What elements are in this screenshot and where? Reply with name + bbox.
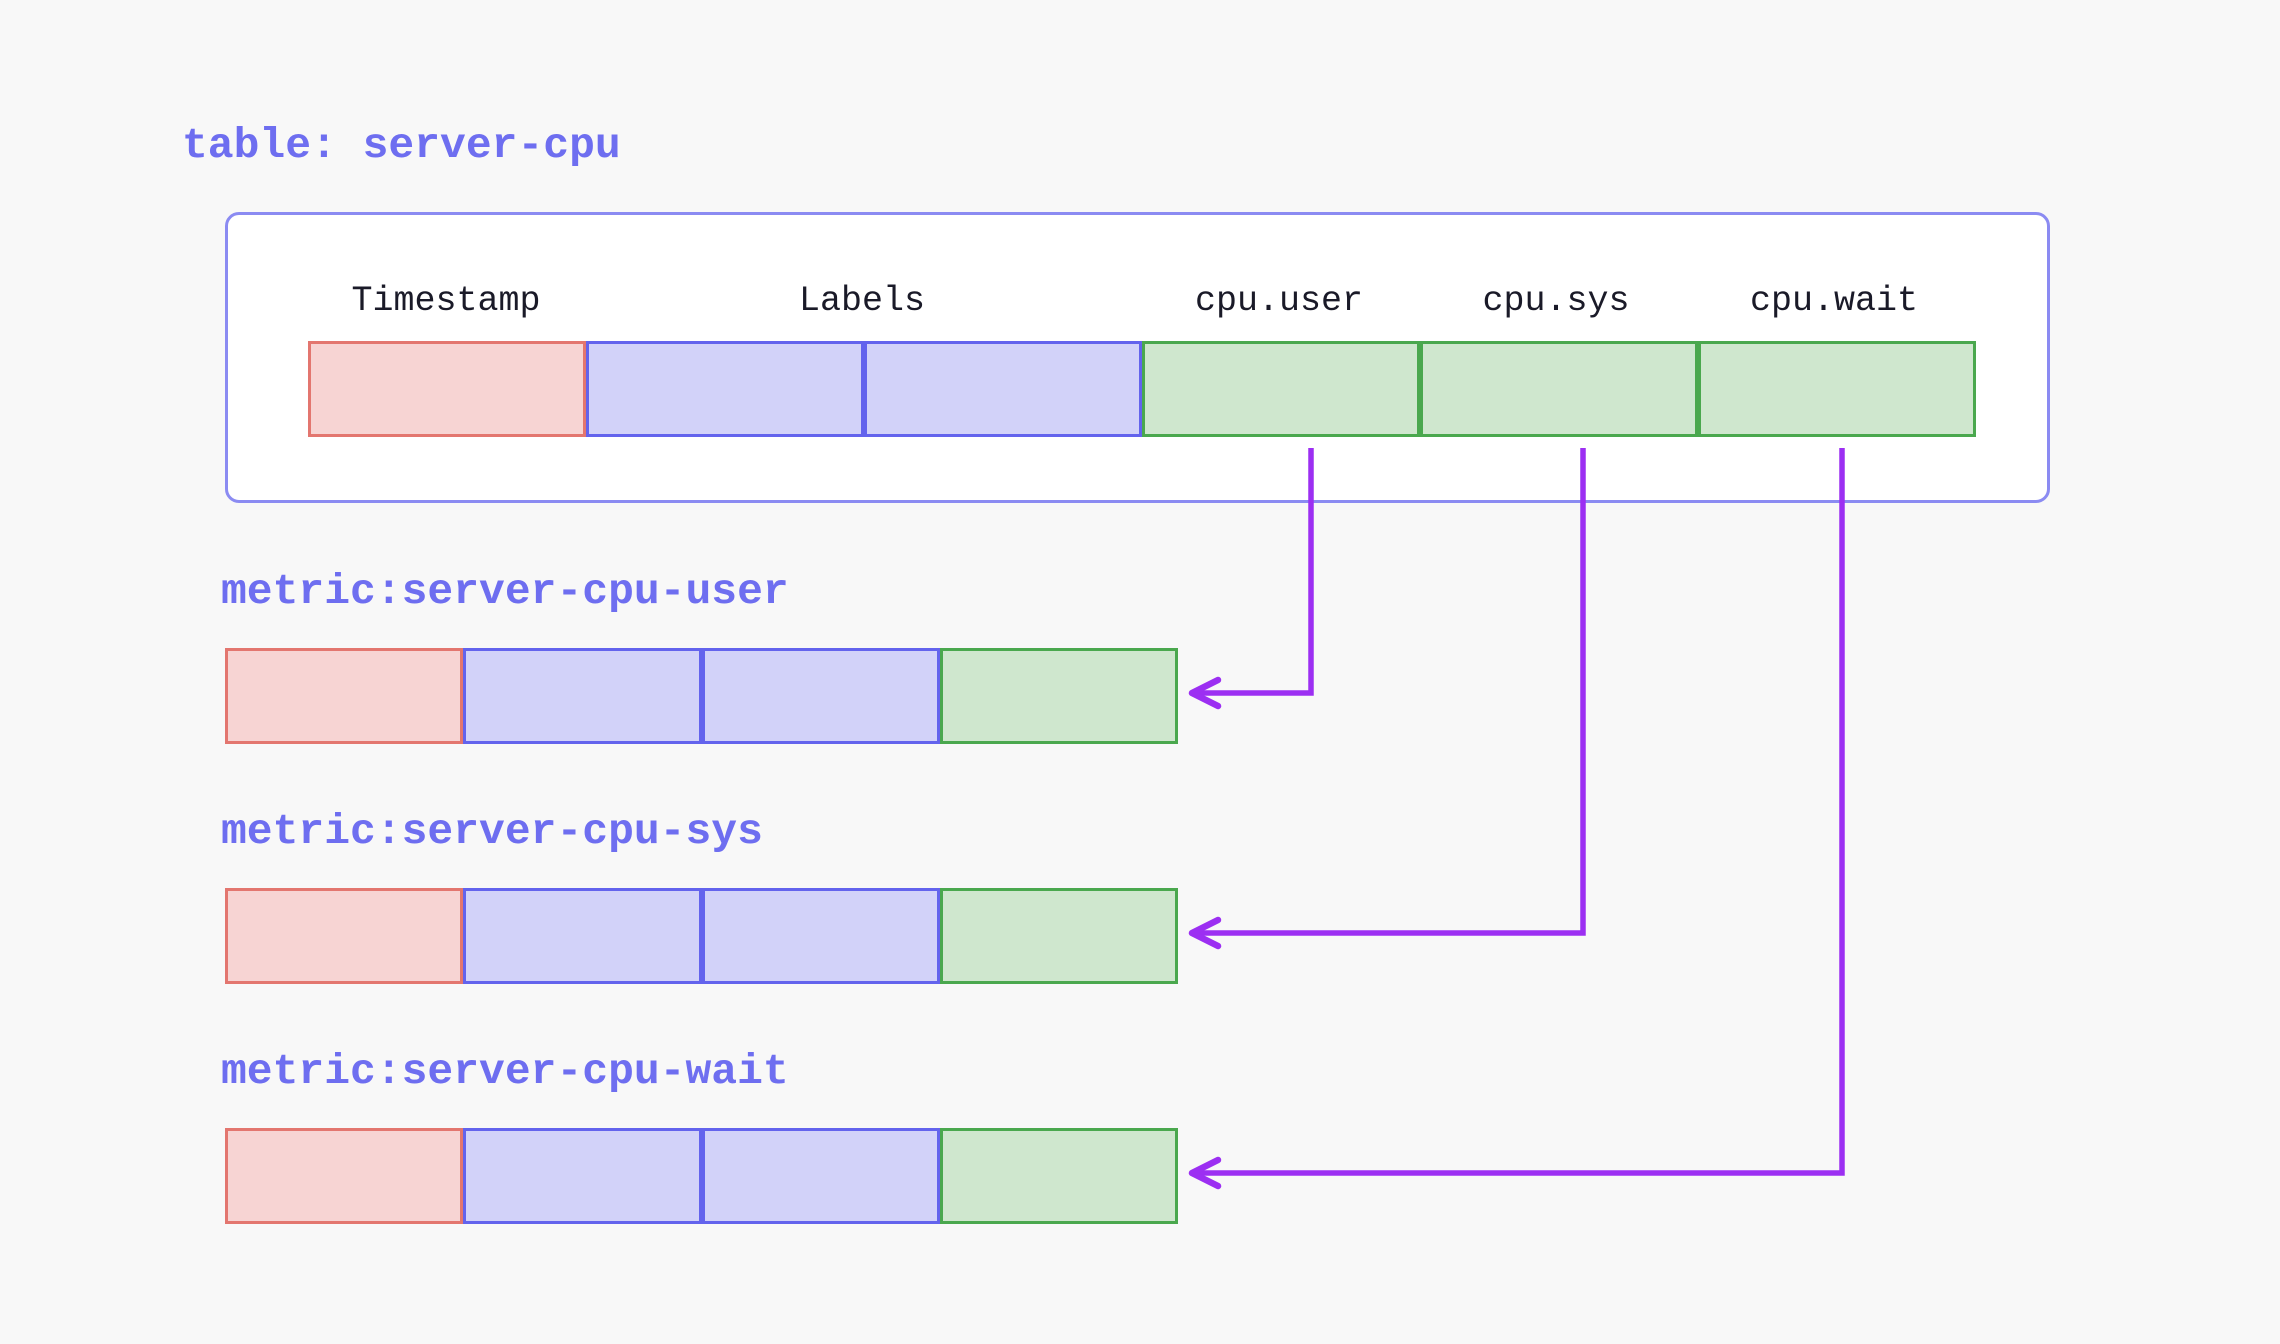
labels-cell (463, 1128, 702, 1224)
metric-title-server-cpu-wait: metric:server-cpu-wait (221, 1047, 789, 1096)
labels-cell (463, 648, 702, 744)
table-container: Timestamp Labels cpu.user cpu.sys cpu.wa… (225, 212, 2050, 503)
timestamp-cell (225, 888, 464, 984)
arrow-cpu-sys-to-metric (1188, 448, 1586, 950)
cpu-user-value-cell (1142, 341, 1420, 437)
cpu-wait-value-cell (1698, 341, 1976, 437)
labels-cell (701, 648, 940, 744)
column-header-timestamp: Timestamp (351, 281, 541, 321)
arrow-cpu-wait-to-metric (1188, 448, 1845, 1190)
metric-row-server-cpu-wait (225, 1128, 1178, 1224)
timestamp-cell (225, 648, 464, 744)
labels-cell (701, 888, 940, 984)
timestamp-cell (225, 1128, 464, 1224)
column-header-cpu-sys: cpu.sys (1482, 281, 1630, 321)
labels-cell (864, 341, 1142, 437)
value-cell (939, 648, 1178, 744)
table-row (308, 341, 1976, 437)
labels-cell (463, 888, 702, 984)
labels-cell (701, 1128, 940, 1224)
timestamp-cell (308, 341, 586, 437)
cpu-sys-value-cell (1420, 341, 1698, 437)
column-header-cpu-wait: cpu.wait (1749, 281, 1919, 321)
metric-title-server-cpu-user: metric:server-cpu-user (221, 567, 789, 616)
value-cell (939, 888, 1178, 984)
metric-title-server-cpu-sys: metric:server-cpu-sys (221, 807, 763, 856)
column-header-cpu-user: cpu.user (1194, 281, 1364, 321)
labels-cell (586, 341, 864, 437)
value-cell (939, 1128, 1178, 1224)
table-title: table: server-cpu (182, 121, 621, 170)
column-header-labels: Labels (798, 281, 926, 321)
metric-row-server-cpu-user (225, 648, 1178, 744)
metric-row-server-cpu-sys (225, 888, 1178, 984)
